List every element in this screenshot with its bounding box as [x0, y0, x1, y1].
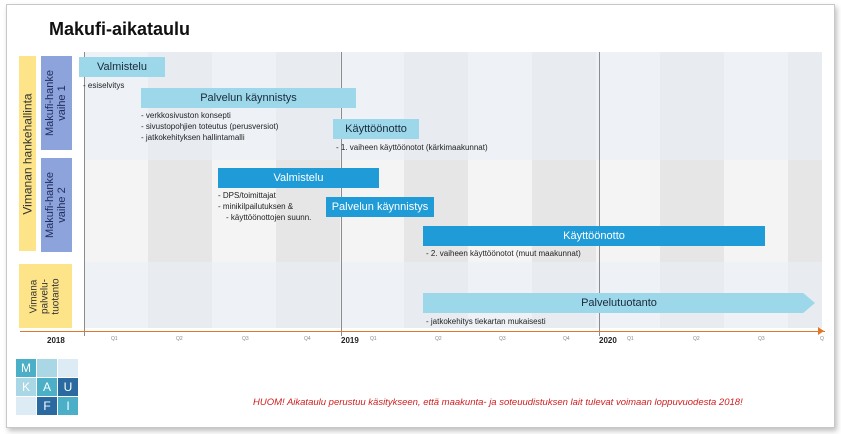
quarter-label: Q3: [242, 336, 249, 342]
quarter-label: Q: [820, 336, 824, 342]
logo-cell: F: [37, 397, 57, 415]
quarter-label: Q2: [435, 336, 442, 342]
quarter-label: Q1: [627, 336, 634, 342]
quarter-label: Q2: [693, 336, 700, 342]
logo-cell: K: [16, 378, 36, 396]
footnote: HUOM! Aikataulu perustuu käsitykseen, et…: [253, 397, 743, 408]
label-makufi-vaihe1: Makufi-hanke vaihe 1: [41, 56, 72, 150]
axis-arrow-icon: [818, 327, 824, 335]
logo-cell: M: [16, 359, 36, 377]
page-title: Makufi-aikataulu: [49, 19, 191, 39]
note-esiselvitys: esiselvitys: [83, 80, 124, 91]
year-label-2018: 2018: [47, 336, 65, 345]
year-label-2020: 2020: [599, 336, 617, 345]
quarter-label: Q4: [304, 336, 311, 342]
note-kayttoonotto-2: 2. vaiheen käyttöönotot (muut maakunnat): [426, 248, 581, 259]
logo-cell: A: [37, 378, 57, 396]
year-line-2018: [84, 52, 85, 336]
quarter-label: Q3: [758, 336, 765, 342]
makufi-logo: M A F I: [16, 359, 79, 415]
bar-valmistelu-2: Valmistelu: [218, 168, 379, 188]
year-line-2019: [341, 52, 342, 336]
timeline-axis: [20, 331, 825, 332]
note-palvelutuotanto: jatkokehitys tiekartan mukaisesti: [426, 316, 546, 327]
quarter-label: Q1: [111, 336, 118, 342]
logo-cell: U: [58, 378, 78, 396]
quarter-label: Q4: [563, 336, 570, 342]
quarter-label: Q3: [499, 336, 506, 342]
bar-kayttoonotto-1: Käyttöönotto: [333, 119, 419, 139]
bar-valmistelu-1: Valmistelu: [79, 57, 165, 77]
bar-kayttoonotto-2: Käyttöönotto: [423, 226, 765, 246]
label-vimanan-hankehallinta: Vimanan hankehallinta: [19, 56, 36, 251]
label-vimana-palvelutuotanto: Vimana palvelu- tuotanto: [19, 264, 72, 328]
note-valmistelu-2: DPS/toimittajat minikilpailutuksen & käy…: [218, 190, 312, 223]
bar-palvelutuotanto: Palvelutuotanto: [423, 293, 815, 313]
note-palvelun-kaynnistys-1: verkkosivuston konsepti sivustopohjien t…: [141, 110, 279, 143]
label-makufi-vaihe2: Makufi-hanke vaihe 2: [41, 158, 72, 252]
note-kayttoonotto-1: 1. vaiheen käyttöönotot (kärkimaakunnat): [336, 142, 488, 153]
quarter-label: Q1: [370, 336, 377, 342]
bar-palvelun-kaynnistys-1: Palvelun käynnistys: [141, 88, 356, 108]
bar-palvelun-kaynnistys-2: Palvelun käynnistys: [326, 197, 434, 217]
logo-cell: I: [58, 397, 78, 415]
quarter-label: Q2: [176, 336, 183, 342]
year-line-2020: [599, 52, 600, 336]
year-label-2019: 2019: [341, 336, 359, 345]
